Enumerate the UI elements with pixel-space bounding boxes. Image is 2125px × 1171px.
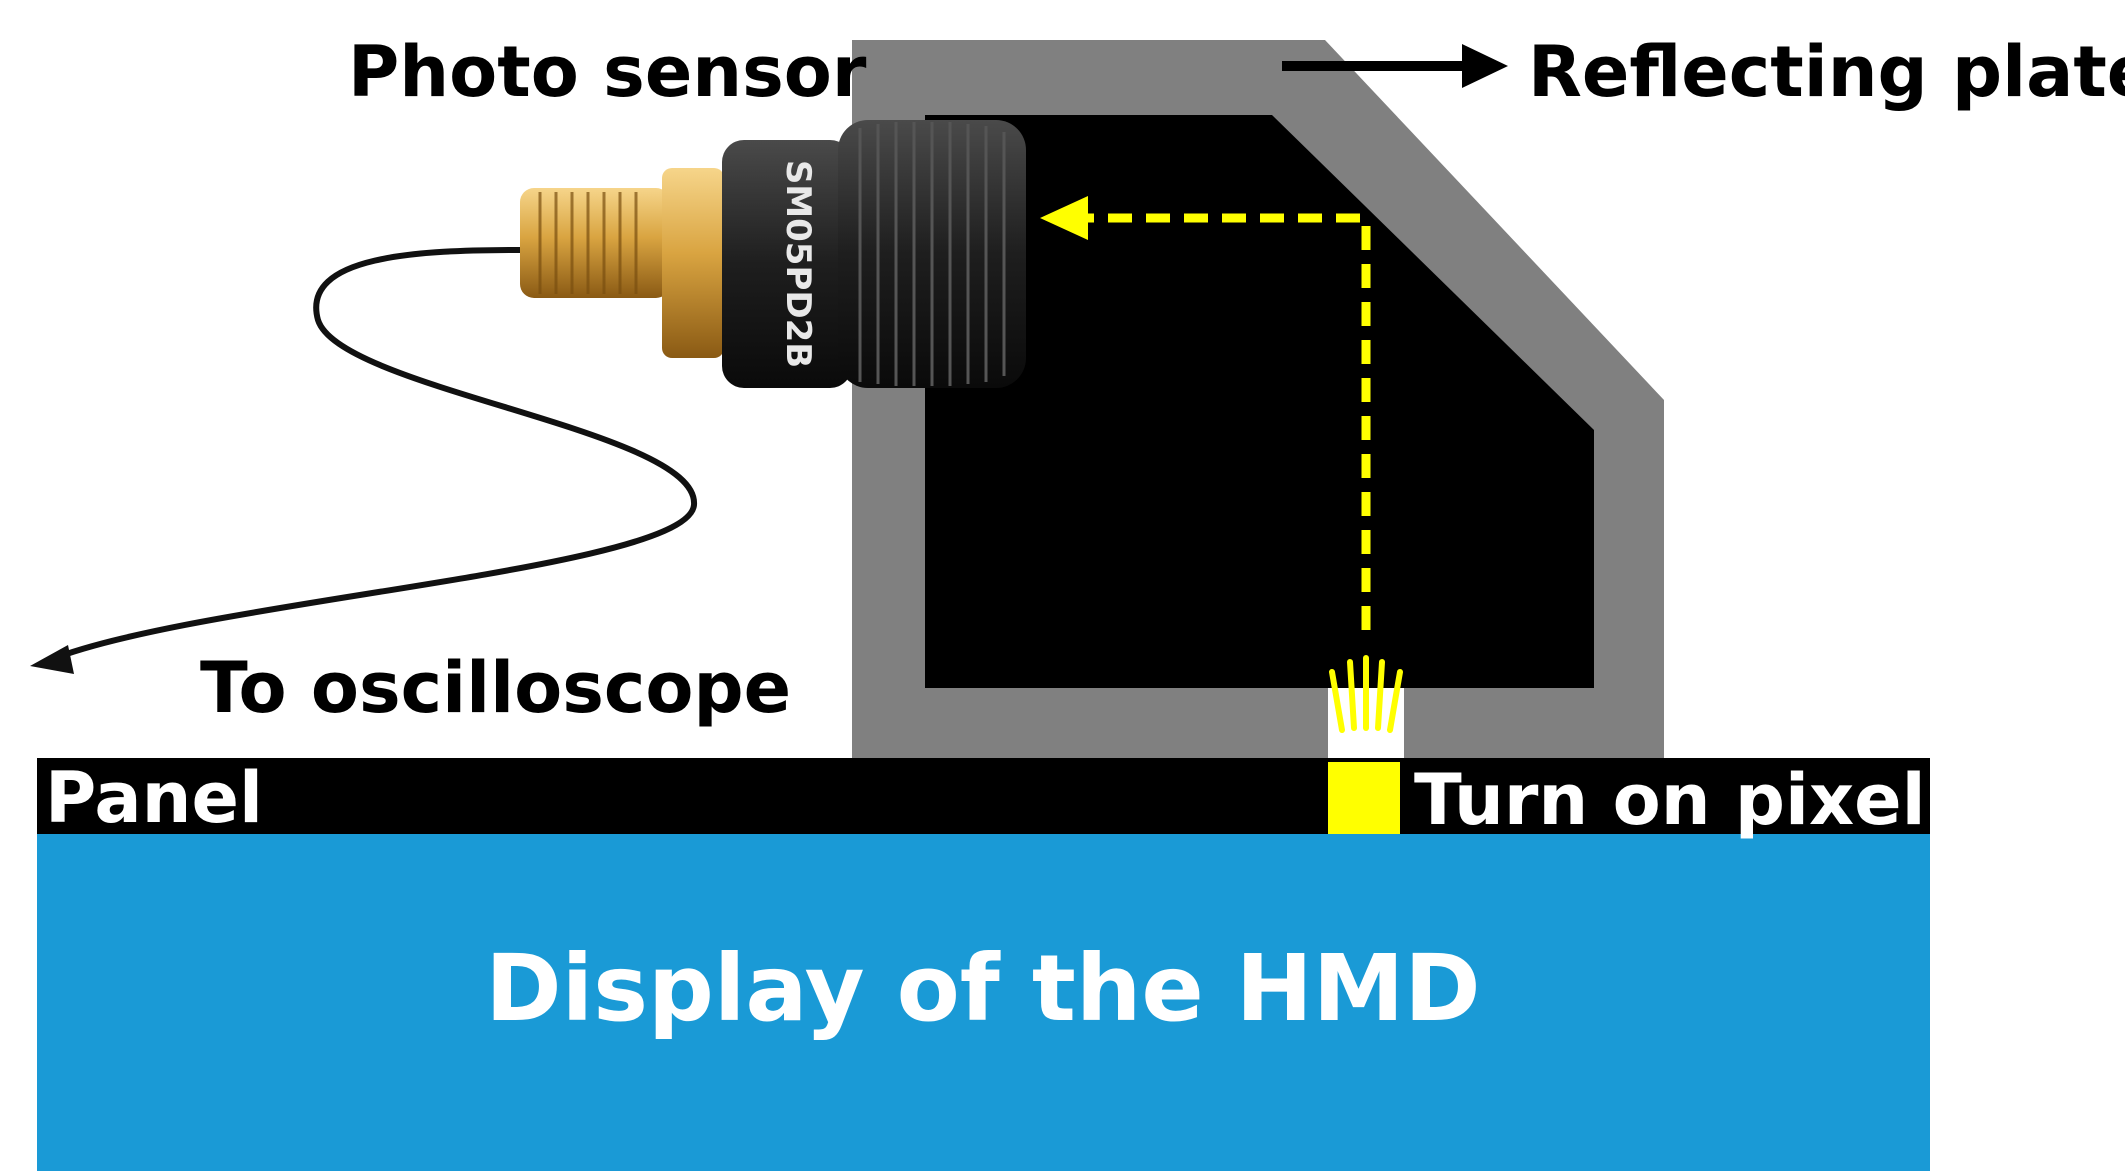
panel: [37, 758, 1930, 834]
turn-on-pixel: [1328, 762, 1400, 834]
sensor-barrel: [722, 140, 852, 388]
sensor-cable: [48, 247, 698, 663]
housing-cavity: [925, 115, 1594, 688]
reflecting-plate-label: Reflecting plate: [1528, 31, 2125, 113]
to-oscilloscope-label: To oscilloscope: [200, 647, 791, 729]
photo-sensor-label: Photo sensor: [348, 31, 867, 113]
reflecting-plate-arrow: [1282, 44, 1508, 88]
hmd-display: [37, 834, 1930, 1171]
turn-on-pixel-label: Turn on pixel: [1414, 759, 1926, 841]
display-label: Display of the HMD: [485, 935, 1480, 1042]
light-rays: [1329, 655, 1403, 733]
sensor-engraving: SM05PD2B: [778, 160, 818, 368]
cable-arrow-head: [30, 645, 74, 674]
gold-connector: [520, 188, 670, 298]
photo-sensor: SM05PD2B: [30, 120, 1026, 674]
light-path-arrow: [1040, 196, 1371, 630]
panel-label: Panel: [45, 757, 263, 839]
